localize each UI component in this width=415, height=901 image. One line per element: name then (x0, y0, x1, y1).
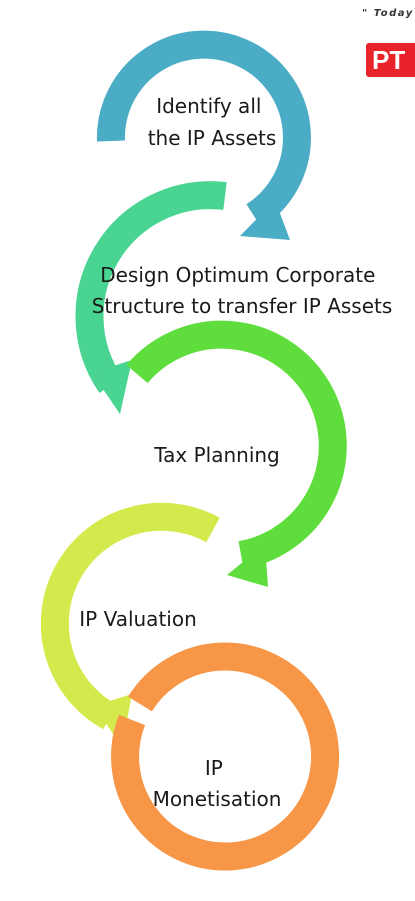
step-1-arc (96, 30, 311, 228)
step-2-label-line-2: Structure to transfer IP Assets (92, 294, 393, 318)
tagline-text: " Today (362, 8, 414, 19)
brand-logo-text: PT (372, 45, 406, 75)
step-4-arc (40, 502, 220, 730)
svg-text:Design Optimum Corporate: Design Optimum Corporate Structure to tr… (92, 263, 393, 318)
step-3-arrowhead (227, 544, 268, 587)
svg-text:Tax Planning: Tax Planning (153, 443, 280, 467)
step-tax-planning: Tax Planning (126, 320, 347, 587)
step-4-label-line-1: IP Valuation (79, 607, 197, 631)
step-5-arc (111, 642, 340, 871)
step-ip-monetisation: IP Monetisation (111, 642, 340, 871)
step-5-label-line-2: Monetisation (153, 787, 282, 811)
step-design-corporate-structure: Design Optimum Corporate Structure to tr… (75, 181, 393, 414)
step-1-label-line-2: the IP Assets (148, 126, 277, 150)
step-identify-ip-assets: Identify all the IP Assets (96, 30, 311, 240)
step-1-arrowhead (240, 200, 290, 240)
svg-text:IP Monetisation: IP Monetisation (153, 756, 282, 811)
brand-logo: PT (366, 43, 415, 77)
svg-text:IP Valuation: IP Valuation (79, 607, 197, 631)
step-3-arc (126, 320, 347, 569)
step-2-label-line-1: Design Optimum Corporate (100, 263, 375, 287)
step-2-arc (75, 181, 227, 393)
step-2-arrowhead (92, 360, 132, 414)
svg-text:Identify all the IP Asse: Identify all the IP Assets (148, 94, 277, 150)
step-3-label-line-1: Tax Planning (153, 443, 280, 467)
step-ip-valuation: IP Valuation (40, 502, 220, 747)
step-1-label-line-1: Identify all (156, 94, 261, 118)
step-5-label-line-1: IP (205, 756, 223, 780)
